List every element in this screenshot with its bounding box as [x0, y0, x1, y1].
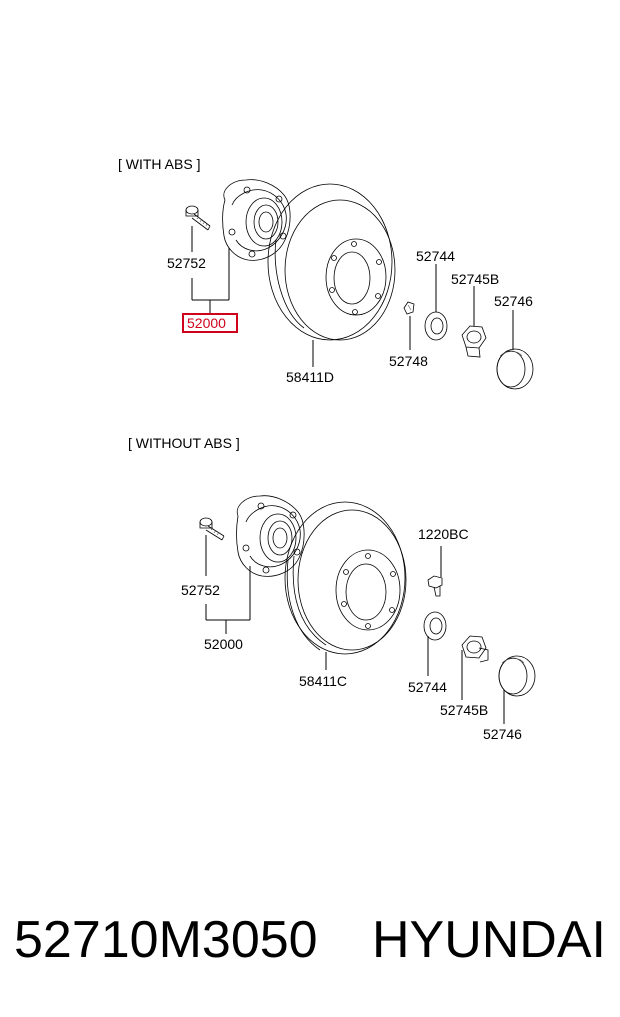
drum-screw — [427, 575, 443, 597]
lock-washer-no-abs — [423, 611, 447, 641]
label-52745B-no-abs: 52745B — [440, 702, 488, 718]
label-52748: 52748 — [389, 353, 428, 369]
label-52746-no-abs: 52746 — [483, 726, 522, 742]
label-52000-no-abs: 52000 — [204, 636, 243, 652]
hub-nut-abs — [461, 325, 487, 358]
exploded-parts-diagram: [ WITH ABS ] 52752 52000 — [118, 156, 536, 742]
hub-nut-no-abs — [461, 635, 489, 663]
brand-name: HYUNDAI — [371, 911, 606, 969]
hub-bearing-no-abs — [236, 495, 305, 577]
lock-washer-abs — [424, 311, 448, 341]
label-52000-abs: 52000 — [187, 315, 226, 331]
label-52752-no-abs: 52752 — [181, 582, 220, 598]
label-52746-abs: 52746 — [494, 293, 533, 309]
hub-bearing-abs — [222, 179, 291, 261]
cotter-pin — [403, 301, 415, 315]
grease-cap-no-abs — [498, 655, 536, 697]
with-abs-header: [ WITH ABS ] — [118, 156, 200, 172]
wheel-bolt-no-abs — [199, 517, 225, 541]
brake-disc — [267, 183, 396, 341]
label-52744-no-abs: 52744 — [408, 679, 447, 695]
without-abs-header: [ WITHOUT ABS ] — [128, 435, 240, 451]
brake-drum — [284, 501, 407, 655]
label-1220BC: 1220BC — [418, 526, 469, 542]
label-58411D: 58411D — [286, 369, 334, 385]
label-52752-abs: 52752 — [167, 255, 206, 271]
grease-cap-abs — [496, 348, 534, 390]
part-number: 52710M3050 — [14, 911, 318, 969]
highlight-box-52000 — [182, 313, 238, 333]
label-52745B-abs: 52745B — [451, 271, 499, 287]
footer: 52710M3050 HYUNDAI — [0, 895, 620, 985]
label-58411C: 58411C — [299, 673, 347, 689]
wheel-bolt-abs — [185, 205, 211, 231]
label-52744-abs: 52744 — [416, 248, 455, 264]
